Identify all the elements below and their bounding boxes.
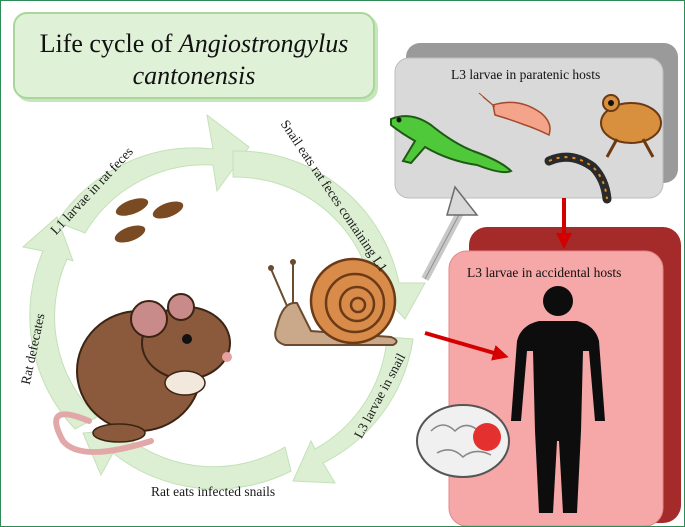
title-box: Life cycle of Angiostrongylus cantonensi… xyxy=(13,12,375,99)
arrow-snail-to-accidental xyxy=(424,331,509,361)
brain-icon xyxy=(416,404,510,478)
rat-icon xyxy=(53,293,232,455)
label-rat-eats: Rat eats infected snails xyxy=(151,484,276,499)
accidental-label: L3 larvae in accidental hosts xyxy=(467,265,622,280)
arrow-to-paratenic xyxy=(421,185,479,281)
cycle-arc-l3-snail xyxy=(292,336,414,484)
cycle-arc-l1 xyxy=(56,113,250,234)
shrimp-icon xyxy=(478,92,551,137)
lizard-icon xyxy=(390,115,513,174)
paratenic-label: L3 larvae in paratenic hosts xyxy=(451,67,601,82)
human-silhouette xyxy=(511,286,605,513)
cycle-arc-rat-defecates xyxy=(21,216,98,430)
snail-icon xyxy=(268,257,398,346)
frog-icon xyxy=(600,94,662,158)
centipede-icon xyxy=(544,152,612,204)
feces-pellets xyxy=(114,198,184,243)
page-title: Life cycle of Angiostrongylus cantonensi… xyxy=(39,29,349,90)
